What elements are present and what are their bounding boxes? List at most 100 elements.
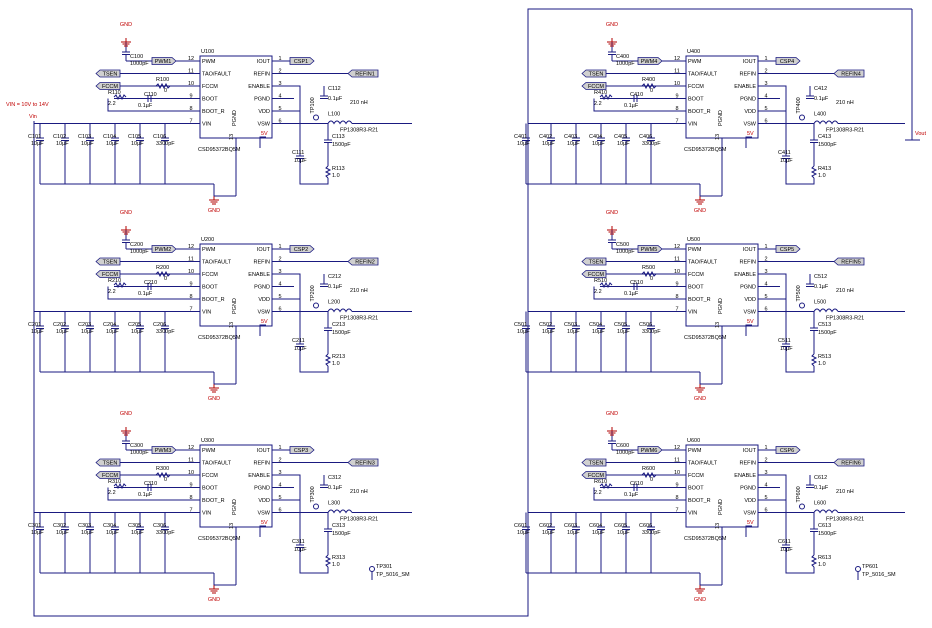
- ic-pin-name: BOOT: [688, 486, 704, 492]
- cap-refdes: C311: [292, 539, 305, 545]
- ic-pin-name: PWM: [688, 59, 702, 65]
- tsen-net-flag: TSEN: [581, 69, 607, 78]
- ic-pin-name: PGND: [254, 486, 270, 492]
- cap-value: 1000pF: [616, 450, 635, 456]
- boot-r-resistor-symbol: [113, 482, 127, 490]
- input-cap-value: 10µF: [617, 530, 630, 536]
- ic-pin-name: REFIN: [740, 260, 757, 266]
- ic-pin-name: VIN: [202, 122, 211, 128]
- gnd-label: GND: [694, 396, 706, 402]
- input-cap-refdes: C304: [103, 523, 116, 529]
- input-cap-value: 10µF: [131, 329, 144, 335]
- cap-value: 0.1µF: [138, 492, 153, 498]
- output-inductor-symbol: [813, 509, 839, 514]
- resistor-value: 1.0: [818, 361, 826, 367]
- input-cap-value: 10µF: [106, 141, 119, 147]
- ic-pin-number: 8: [189, 294, 192, 300]
- input-cap-refdes: C501: [514, 322, 527, 328]
- ic-pin-name: REFIN: [740, 72, 757, 78]
- fccm-net-flag: FCCM: [581, 82, 607, 90]
- ground-symbol: [209, 196, 219, 205]
- input-cap-refdes: C203: [78, 322, 91, 328]
- ic-pin-number: 8: [189, 106, 192, 112]
- ic-pin-number: 1: [278, 445, 281, 451]
- gnd-label: GND: [694, 597, 706, 603]
- capacitor-plates: [810, 327, 818, 331]
- pwm-net-flag: PWM6: [637, 446, 663, 454]
- cap-value: 0.1µF: [814, 284, 829, 290]
- ic-pin-number: 9: [189, 483, 192, 489]
- cap-value: 1000pF: [616, 61, 635, 67]
- inductor-value: 210 nH: [350, 100, 368, 106]
- ic-part-number: CSD95372BQ5M: [198, 536, 241, 542]
- ic-pin-number: 9: [675, 483, 678, 489]
- ic-pin-name: PGND: [254, 97, 270, 103]
- ic-pin-number: 5: [764, 495, 767, 501]
- capacitor-plates: [608, 440, 616, 444]
- ic-pin-name: TAO/FAULT: [202, 260, 232, 266]
- ic-pin-name: IOUT: [743, 247, 757, 253]
- boot-r-wire: [107, 487, 184, 501]
- cap-value: 1500pF: [332, 330, 351, 336]
- csp-net-flag: CSP2: [289, 245, 315, 253]
- fccm-net-flag-text: FCCM: [588, 84, 604, 90]
- ic-pin-name: BOOT_R: [688, 109, 711, 115]
- input-cap-value: 10µF: [81, 329, 94, 335]
- inductor-part-number: FP1308R3-R21: [826, 128, 864, 134]
- fccm-net-flag-text: FCCM: [102, 272, 118, 278]
- ground-symbol: [121, 427, 131, 436]
- cap-refdes: C113: [332, 134, 345, 140]
- test-point-symbol: [799, 114, 805, 121]
- capacitor-plates: [324, 327, 332, 331]
- ic-pin-number: 4: [764, 94, 767, 100]
- input-cap-value: 10µF: [567, 141, 580, 147]
- snubber-resistor-symbol: [324, 165, 332, 179]
- output-inductor-symbol: [327, 308, 353, 313]
- resistor-refdes: R313: [332, 555, 345, 561]
- cap-value: 1500pF: [818, 142, 837, 148]
- cap-refdes: C200: [130, 242, 143, 248]
- driver-ic-body: [199, 243, 273, 327]
- gnd-label: GND: [120, 210, 132, 216]
- boot-r-wire: [107, 286, 184, 300]
- boot-resistor-symbol: [155, 82, 171, 90]
- ic-pin-name: TAO/FAULT: [688, 260, 718, 266]
- ic-pin-name: ENABLE: [734, 473, 756, 479]
- input-cap-refdes: C106: [153, 134, 166, 140]
- cap-value: 1500pF: [332, 531, 351, 537]
- input-cap-refdes: C103: [78, 134, 91, 140]
- resistor-refdes: R100: [156, 77, 169, 83]
- tsen-net-flag-text: TSEN: [589, 72, 604, 78]
- ic-pin-number: 8: [675, 294, 678, 300]
- ground-symbol: [607, 38, 617, 47]
- ground-symbol: [607, 226, 617, 235]
- resistor-value: 0: [164, 88, 167, 94]
- ic-refdes: U100: [201, 49, 214, 55]
- enable-wire: [774, 474, 787, 500]
- resistor-refdes: R400: [642, 77, 655, 83]
- ic-pin-number: 12: [188, 56, 194, 62]
- extra-test-point-part: TP_5016_SM: [862, 572, 896, 578]
- ic-pin-number: 12: [674, 244, 680, 250]
- global-nets: VIN = 10V to 14V Vin Vout: [6, 8, 926, 617]
- gnd-label: GND: [208, 396, 220, 402]
- cap-refdes: C100: [130, 54, 143, 60]
- refin-net-flag-text: REFIN2: [355, 260, 375, 266]
- ic-pin-name: PGND: [718, 499, 724, 515]
- ic-pin-name: TAO/FAULT: [202, 72, 232, 78]
- cap-refdes: C500: [616, 242, 629, 248]
- ic-pin-number: 1: [764, 56, 767, 62]
- extra-test-point-part: TP_5016_SM: [376, 572, 410, 578]
- ic-pin-number: 2: [278, 69, 281, 75]
- input-cap-refdes: C604: [589, 523, 602, 529]
- ic-pin-number: 11: [188, 69, 194, 75]
- ic-pin-number: 4: [764, 282, 767, 288]
- pwm-net-flag: PWM1: [151, 57, 177, 65]
- ic-pin-name: VDD: [744, 297, 756, 303]
- ic-pin-name: PGND: [232, 499, 238, 515]
- csp-net-flag: CSP3: [289, 446, 315, 454]
- fccm-net-flag: FCCM: [95, 270, 121, 278]
